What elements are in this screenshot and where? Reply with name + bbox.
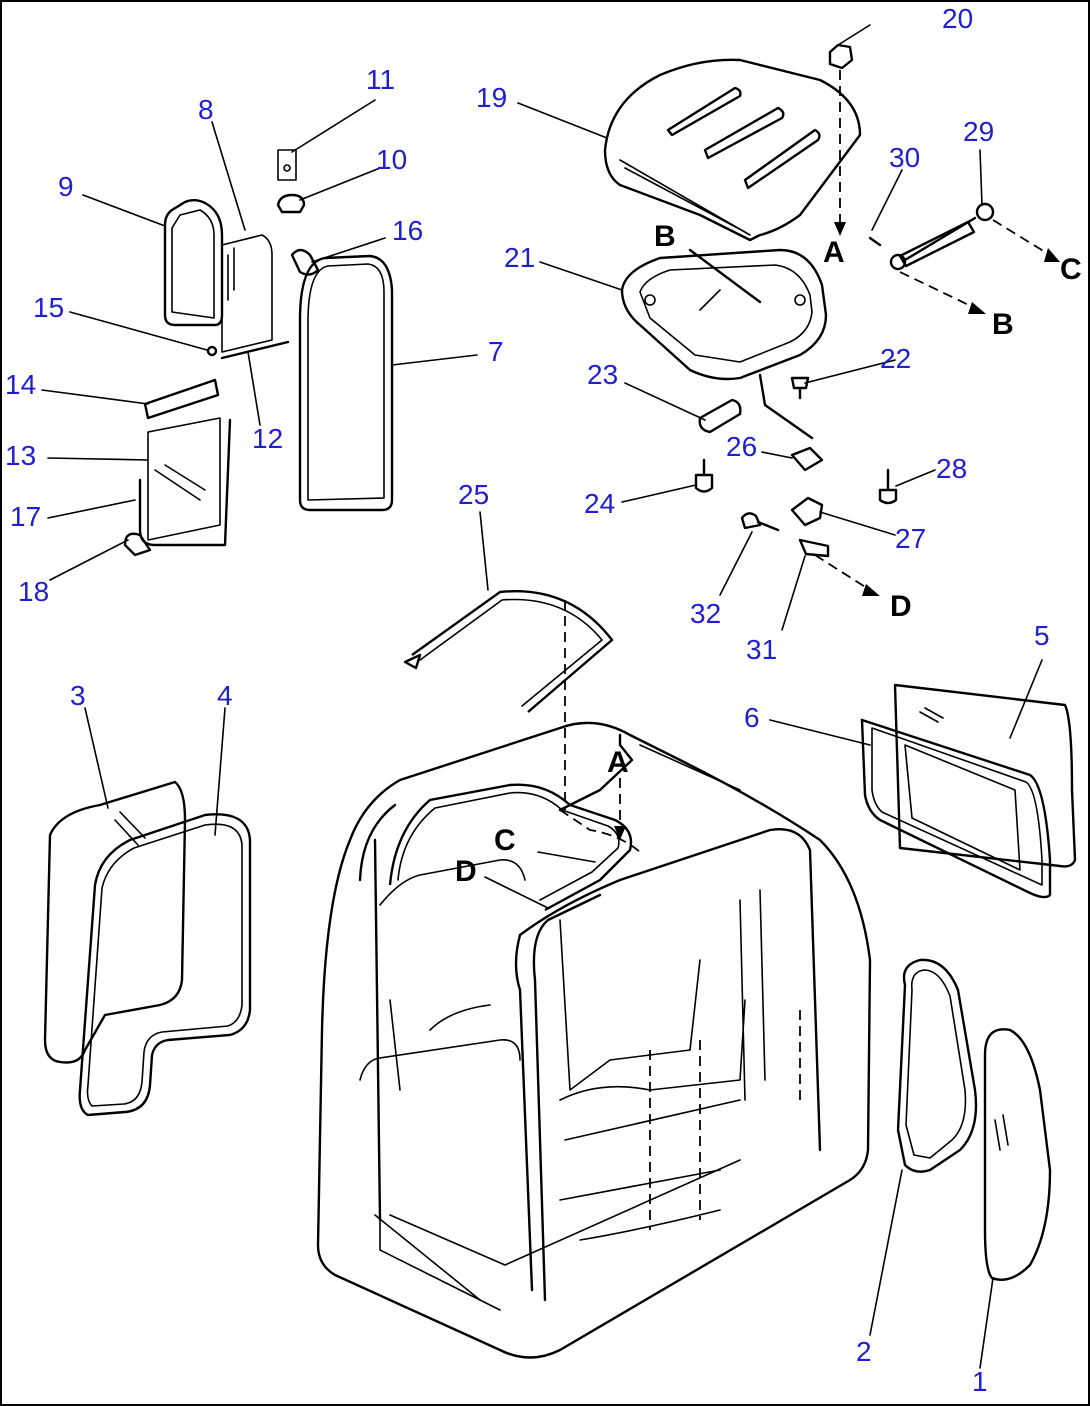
arrow-c-line [992,219,1051,256]
part-label-21: 21 [504,242,536,273]
ref-letter-b-arrow: B [992,308,1014,341]
arrow-b-line2 [899,271,976,309]
part-31-bracket [798,538,830,558]
part-label-14: 14 [5,369,37,400]
part-label-32: 32 [690,598,722,629]
part-21-frame [620,248,828,381]
part-8-glass [221,234,273,353]
part-label-31: 31 [746,634,778,665]
ref-letter-c-cab: C [494,824,516,857]
part-16-knob [290,248,320,276]
arrow-d-line [814,554,871,591]
part-18-clip [123,532,152,557]
part-25-seal [403,590,614,713]
part-label-22: 22 [880,343,912,374]
part-label-20: 20 [942,3,974,34]
cab-frame [316,721,872,1359]
part-6-seal [860,718,1052,899]
part-20-nut [828,43,854,70]
leader-c-cab [537,851,596,863]
part-5-glass [893,683,1077,868]
part-label-29: 29 [963,116,995,147]
part-label-4: 4 [217,680,233,711]
part-label-1: 1 [972,1366,988,1397]
part-label-7: 7 [488,336,504,367]
part-4-seal [78,813,252,1117]
part-label-24: 24 [584,488,616,519]
part-30-pin [868,236,882,247]
part-label-25: 25 [458,479,490,510]
part-9-glass-seal [163,199,224,327]
part-label-17: 17 [10,501,42,532]
ref-letter-b-top: B [654,220,676,253]
part-label-16: 16 [392,215,424,246]
part-label-30: 30 [889,142,921,173]
part-label-27: 27 [895,523,927,554]
part-19-roof-cover [603,58,862,242]
leader-26 [758,373,814,440]
part-label-3: 3 [70,680,86,711]
part-26-latch [790,446,824,472]
part-28-bolt [878,468,898,505]
part-label-19: 19 [476,82,508,113]
part-29-gas-spring [889,202,995,271]
part-label-15: 15 [33,292,65,323]
part-12-rail [220,340,290,360]
ref-letter-a-cab: A [607,746,629,779]
leader-d-cab [484,876,549,909]
part-27-striker [790,496,824,527]
part-2-seal [896,958,978,1173]
ref-letter-d-arrow: D [890,590,912,623]
part-label-11: 11 [366,64,396,95]
part-22-screw [790,376,810,400]
part-label-6: 6 [744,702,760,733]
part-3-glass [43,780,187,1064]
part-23-hinge [698,398,742,434]
ref-letter-d-cab: D [455,855,477,888]
part-label-10: 10 [376,144,408,175]
part-11-bracket [277,149,297,181]
part-24-bolt [694,458,714,493]
part-label-8: 8 [198,94,214,125]
part-label-2: 2 [856,1336,872,1367]
part-label-12: 12 [252,423,284,454]
part-7-seal [298,254,394,512]
part-label-23: 23 [587,359,619,390]
ref-letter-a-top: A [823,236,845,269]
part-label-28: 28 [936,453,968,484]
part-label-9: 9 [58,171,74,202]
part-label-26: 26 [726,431,758,462]
part-15-pin [206,345,218,357]
part-32-bolt [740,512,780,532]
ref-letter-c-arrow: C [1060,253,1082,286]
part-1-glass [983,1028,1052,1282]
part-label-18: 18 [18,576,50,607]
part-14-guide [143,378,220,420]
part-10-catch [276,193,306,214]
leader-lines [41,24,1043,1369]
part-label-5: 5 [1034,620,1050,651]
part-label-13: 13 [5,440,37,471]
part-13-sliding-glass [147,417,221,541]
arrow-b-line [688,248,762,304]
